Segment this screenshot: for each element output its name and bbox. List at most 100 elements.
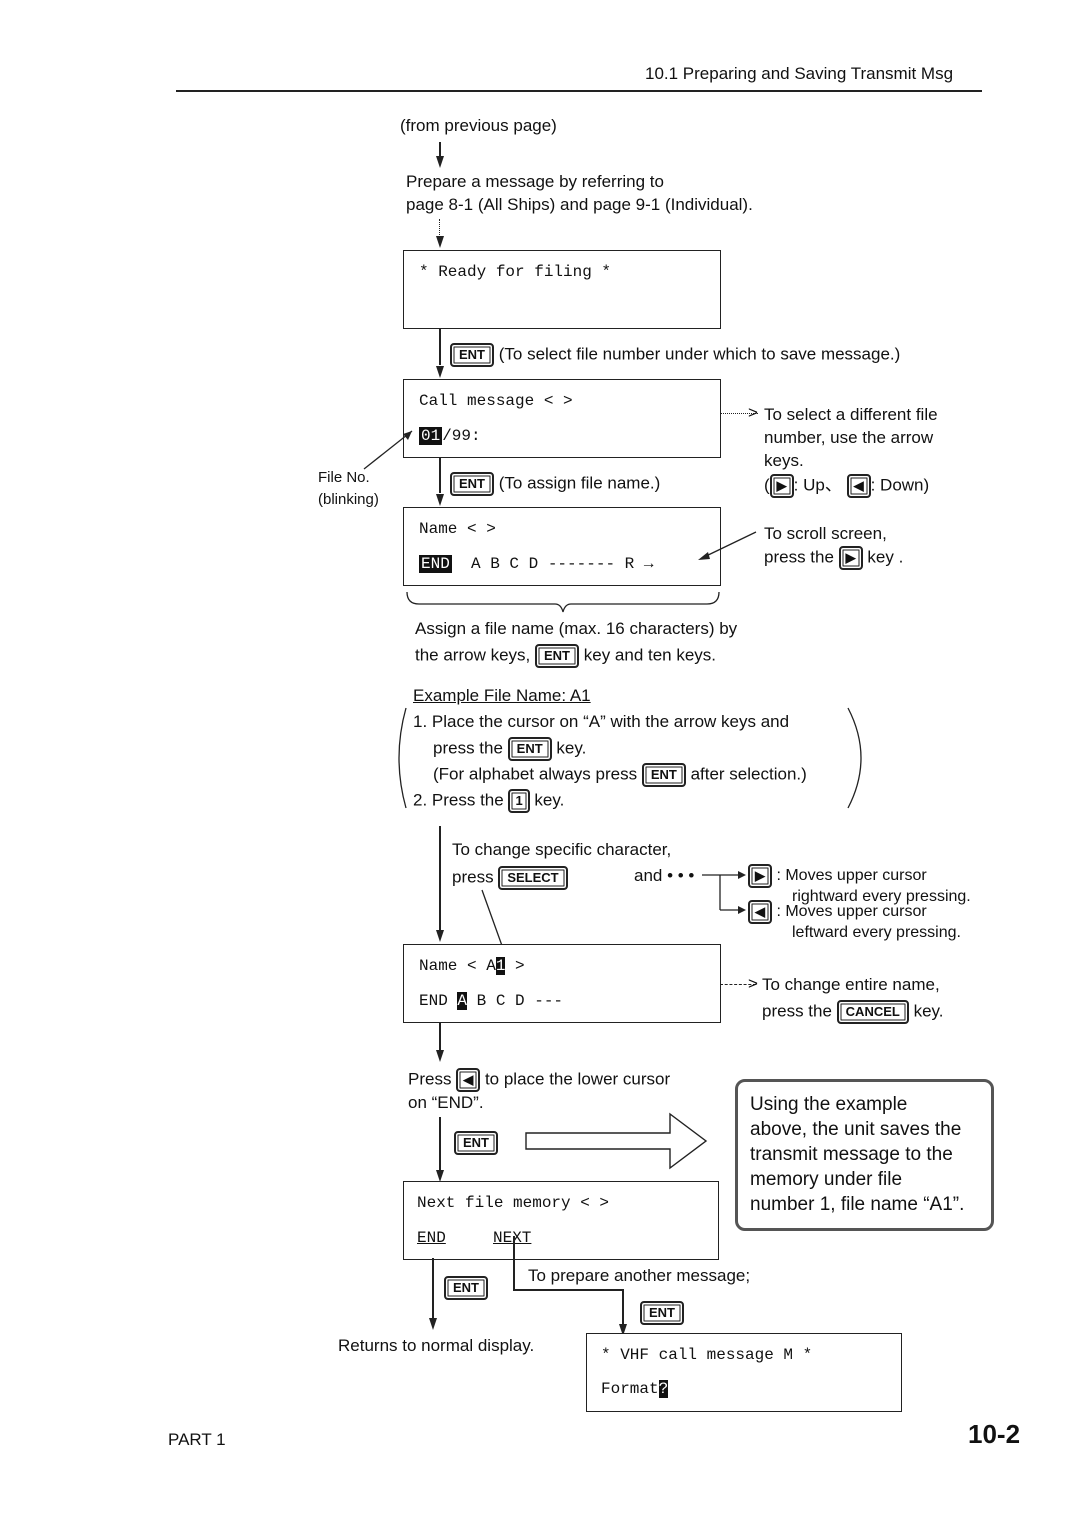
paren: ( <box>764 475 770 495</box>
down-label: : Down) <box>870 475 930 495</box>
ent-key[interactable]: ENT <box>640 1301 684 1325</box>
ent-key[interactable]: ENT <box>535 644 579 668</box>
ent-key[interactable]: ENT <box>641 763 686 787</box>
left-arrow-key[interactable]: ◀ <box>748 900 772 924</box>
right-key-desc: ▶ : Moves upper cursor rightward every p… <box>748 864 971 905</box>
step-ent-save: ENT <box>454 1131 498 1155</box>
ent-key[interactable]: ENT <box>444 1276 488 1300</box>
press-left-note: Press ◀ to place the lower cursor <box>408 1068 670 1092</box>
lcd-line: Name < A1 > <box>419 957 525 975</box>
change-name-note: To change entire name, <box>762 975 940 994</box>
ent-key[interactable]: ENT <box>450 343 494 367</box>
flow-line <box>432 1258 434 1320</box>
ent-key[interactable]: ENT <box>454 1131 498 1155</box>
prepare-another-note: To prepare another message; <box>528 1266 751 1285</box>
file-no-pointer <box>363 430 413 470</box>
part-label: PART 1 <box>168 1430 226 1449</box>
text: to place the lower cursor <box>484 1069 671 1089</box>
example-step-1b: press the ENT key. <box>433 737 586 761</box>
flow-line <box>439 142 441 158</box>
change-char-note: To change specific character, <box>452 840 672 859</box>
ent-key[interactable]: ENT <box>450 472 494 496</box>
flow-line <box>439 1022 441 1052</box>
text: B C D --- <box>467 992 564 1010</box>
brace <box>406 591 720 613</box>
text: the arrow keys, <box>415 645 531 665</box>
text: key and ten keys. <box>583 645 717 665</box>
arrow-down-icon <box>436 1170 444 1182</box>
step-ent-assign-name: ENT (To assign file name.) <box>450 472 660 496</box>
arrow-down-icon <box>436 930 444 942</box>
flow-line <box>513 1236 515 1290</box>
example-step-2: 2. Press the 1 key. <box>413 789 564 813</box>
lcd-screen-ready: * Ready for filing * <box>403 250 721 329</box>
flow-line <box>439 826 441 938</box>
scroll-note-1: To scroll screen, <box>764 524 887 543</box>
lcd-screen-vhf-call: * VHF call message M * Format? <box>586 1333 902 1412</box>
assign-note-2: the arrow keys, ENT key and ten keys. <box>415 644 716 668</box>
scroll-pointer <box>698 531 757 560</box>
right-arrow-key[interactable]: ▶ <box>748 864 772 888</box>
lcd-line: END A B C D --- <box>419 992 563 1010</box>
step-note: (To assign file name.) <box>498 473 661 493</box>
select-file-note-3: keys. <box>764 451 804 470</box>
select-key[interactable]: SELECT <box>498 866 568 890</box>
flow-line <box>439 1117 441 1173</box>
text: 2. Press the <box>413 790 504 810</box>
header-rule <box>176 90 982 92</box>
text: memory under file <box>750 1169 903 1190</box>
text: press the <box>764 547 834 567</box>
text: press the <box>433 738 503 758</box>
dashed-connector <box>720 984 756 985</box>
lcd-line: 01/99: <box>419 427 481 445</box>
assign-note-1: Assign a file name (max. 16 characters) … <box>415 619 738 638</box>
left-key-desc: ◀ : Moves upper cursor leftward every pr… <box>748 900 961 941</box>
change-char-press: press SELECT <box>452 866 568 890</box>
text: press the <box>762 1001 832 1021</box>
up-label: : Up、 <box>793 475 842 495</box>
flow-line <box>439 329 441 365</box>
char-list: A B C D ------- R → <box>471 555 654 573</box>
branch-end-ent: ENT <box>444 1276 488 1300</box>
text: key. <box>556 738 587 758</box>
press-left-note-2: on “END”. <box>408 1093 484 1112</box>
cancel-key[interactable]: CANCEL <box>836 1000 909 1024</box>
paren-right <box>847 707 862 809</box>
select-file-note-2: number, use the arrow <box>764 428 934 447</box>
change-name-press: press the CANCEL key. <box>762 1000 944 1024</box>
lcd-line: Format? <box>601 1380 669 1398</box>
file-no-sublabel: (blinking) <box>318 491 379 508</box>
left-arrow-key[interactable]: ◀ <box>456 1068 481 1092</box>
arrow-down-icon <box>436 366 444 378</box>
text: Press <box>408 1069 452 1089</box>
text: press <box>452 867 494 887</box>
select-file-note-1: To select a different file <box>764 405 938 424</box>
page-number: 10-2 <box>968 1419 1021 1449</box>
left-arrow-key[interactable]: ◀ <box>846 474 871 498</box>
text: after selection.) <box>690 764 807 784</box>
text: END <box>419 992 458 1010</box>
and-text: and • • • <box>634 866 695 885</box>
arrow-right-icon: > <box>748 974 758 993</box>
right-arrow-key[interactable]: ▶ <box>769 474 794 498</box>
lcd-line: Next file memory < > <box>417 1194 610 1212</box>
text: leftward every pressing. <box>792 924 961 941</box>
flow-line <box>513 1289 623 1291</box>
section-title: 10.1 Preparing and Saving Transmit Msg <box>645 64 954 83</box>
flow-line <box>622 1289 624 1329</box>
option-next[interactable]: NEXT <box>493 1229 531 1247</box>
ent-key[interactable]: ENT <box>507 737 552 761</box>
prepare-text-2: page 8-1 (All Ships) and page 9-1 (Indiv… <box>406 195 753 214</box>
big-arrow-right-icon <box>525 1112 708 1170</box>
right-arrow-key[interactable]: ▶ <box>838 546 863 570</box>
lcd-line: END A B C D ------- R → <box>419 555 653 573</box>
step-ent-select-file: ENT (To select file number under which t… <box>450 343 900 367</box>
text: Format <box>601 1380 659 1398</box>
lcd-screen-name-entry: Name < > END A B C D ------- R → <box>403 507 721 586</box>
option-end[interactable]: END <box>417 1229 446 1247</box>
key-1[interactable]: 1 <box>508 789 530 813</box>
text: Name < A <box>419 957 496 975</box>
text: key. <box>534 790 565 810</box>
arrow-down-icon <box>436 1050 444 1062</box>
lcd-screen-name-edit: Name < A1 > END A B C D --- <box>403 944 721 1023</box>
